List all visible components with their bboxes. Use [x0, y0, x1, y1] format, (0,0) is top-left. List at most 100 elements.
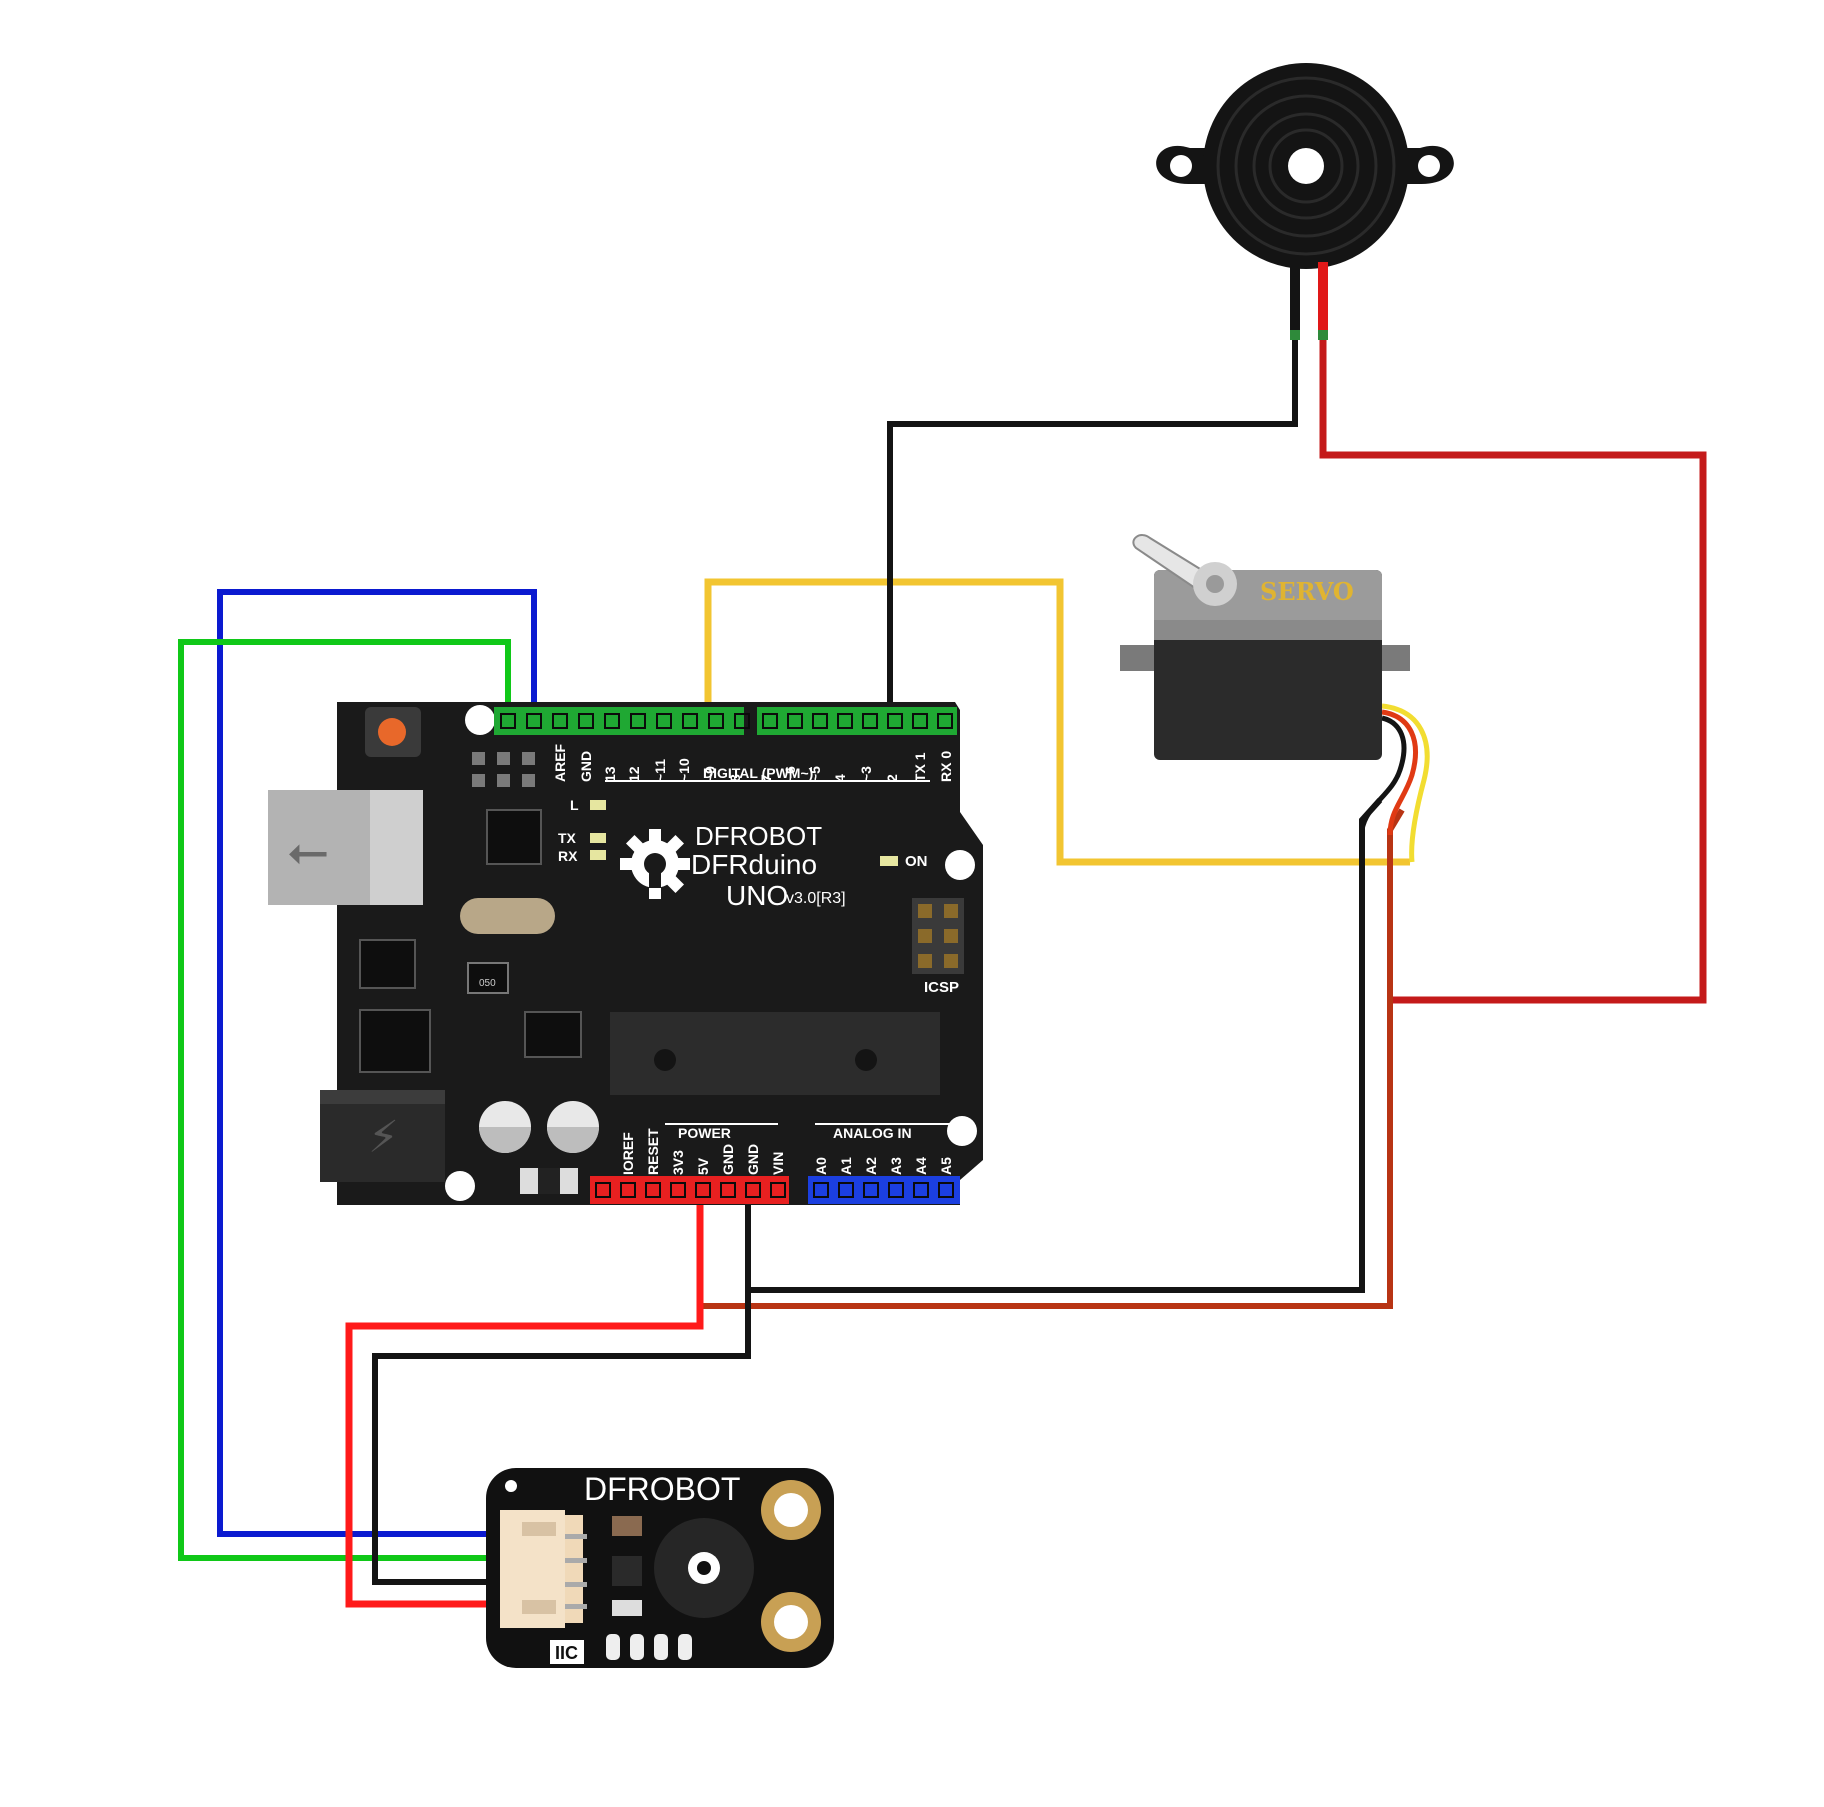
pin-label: 5V: [695, 1157, 711, 1175]
wires: [178, 330, 1707, 1608]
pin-label: 12: [626, 766, 642, 782]
pin-hole[interactable]: [912, 713, 928, 729]
servo-label: SERVO: [1260, 577, 1354, 606]
pin-hole[interactable]: [604, 713, 620, 729]
pin-label: 7: [758, 774, 774, 782]
pin-label: ~10: [676, 758, 692, 782]
analog-pin-labels: A0 A1 A2 A3 A4 A5: [813, 1157, 954, 1175]
module-port-label: IIC: [555, 1643, 578, 1663]
pin-label: GND: [578, 751, 594, 782]
pin-label: A1: [838, 1157, 854, 1175]
pin-hole[interactable]: [695, 1182, 711, 1198]
pin-hole[interactable]: [938, 1182, 954, 1198]
pin-hole[interactable]: [838, 1182, 854, 1198]
pin-hole[interactable]: [937, 713, 953, 729]
pin-label: ~11: [652, 759, 668, 782]
dfrobot-iic-module: DFROBOT IIC: [486, 1468, 834, 1668]
pin-label: 13: [602, 766, 618, 782]
crystal-oscillator: [460, 898, 555, 934]
pin-hole[interactable]: [645, 1182, 661, 1198]
digital-pin-holes: [500, 713, 953, 729]
board-version: v3.0[R3]: [786, 890, 846, 907]
pin-label: A5: [938, 1157, 954, 1175]
pin-label: A2: [863, 1157, 879, 1175]
pin-hole[interactable]: [682, 713, 698, 729]
pin-hole[interactable]: [708, 713, 724, 729]
pin-hole[interactable]: [863, 1182, 879, 1198]
led-rx: [590, 850, 606, 860]
wire-black-module-gnd: [372, 1290, 751, 1585]
pin-label: GND: [745, 1144, 761, 1175]
wire-yellow-servo-signal: [704, 578, 1410, 866]
usb-icon: ⭠: [287, 821, 329, 881]
pin-hole[interactable]: [720, 1182, 736, 1198]
pin-hole[interactable]: [862, 713, 878, 729]
pin-label: A0: [813, 1157, 829, 1175]
pin-hole[interactable]: [745, 1182, 761, 1198]
pin-label: 2: [884, 774, 900, 782]
pin-label: RESET: [645, 1128, 661, 1175]
pin-hole[interactable]: [526, 713, 542, 729]
pin-hole[interactable]: [762, 713, 778, 729]
pin-label: ~5: [807, 766, 823, 782]
servo-cable-red: [1381, 709, 1418, 836]
pin-label: ~3: [858, 766, 874, 782]
digital-header-right: [757, 707, 957, 735]
board-variant: UNO: [726, 880, 788, 911]
pin-hole[interactable]: [837, 713, 853, 729]
pin-hole[interactable]: [578, 713, 594, 729]
wire-red-module-vcc: [345, 1198, 704, 1608]
pin-label: RX 0: [938, 751, 954, 782]
board-model: DFRduino: [691, 849, 817, 880]
usb-connector: ⭠: [268, 790, 423, 905]
power-header: [590, 1176, 789, 1204]
pin-label: 4: [832, 774, 848, 782]
pin-label: GND: [720, 1144, 736, 1175]
pin-label: A3: [888, 1157, 904, 1175]
pin-hole[interactable]: [620, 1182, 636, 1198]
pin-hole[interactable]: [887, 713, 903, 729]
pin-hole[interactable]: [595, 1182, 611, 1198]
buzzer-center-hole: [1288, 148, 1324, 184]
regulator-label: 050: [479, 978, 496, 989]
pin-label: 3V3: [670, 1150, 686, 1175]
pin-hole[interactable]: [787, 713, 803, 729]
analog-header-label: ANALOG IN: [833, 1125, 912, 1141]
pin-hole[interactable]: [552, 713, 568, 729]
led-tx-label: TX: [558, 830, 577, 846]
pin-hole[interactable]: [734, 713, 750, 729]
servo-horn: [1132, 534, 1207, 590]
analog-header: [808, 1176, 960, 1204]
pin-hole[interactable]: [913, 1182, 929, 1198]
atmega-microcontroller: [610, 1012, 940, 1095]
wire-brown-servo-vcc: [700, 808, 1405, 1309]
pin-hole[interactable]: [630, 713, 646, 729]
icsp-usb-header: [472, 752, 535, 787]
power-header-label: POWER: [678, 1125, 731, 1141]
pin-label: A4: [913, 1157, 929, 1175]
pin-hole[interactable]: [813, 1182, 829, 1198]
usb-chip: [486, 809, 542, 865]
on-label: ON: [905, 853, 928, 870]
pin-hole[interactable]: [670, 1182, 686, 1198]
pin-hole[interactable]: [656, 713, 672, 729]
voltage-regulator: [467, 962, 509, 994]
pin-hole[interactable]: [888, 1182, 904, 1198]
pin-hole[interactable]: [770, 1182, 786, 1198]
pin-label: VIN: [770, 1152, 786, 1175]
pin-label: ~6: [782, 766, 798, 782]
digital-header-label: DIGITAL (PWM~): [703, 765, 813, 781]
led-l-label: L: [570, 797, 579, 813]
dfrduino-uno-board: ⭠ ⚡ 050: [268, 702, 983, 1205]
wire-red-buzzer-vcc: [1319, 330, 1707, 1004]
board-brand: DFROBOT: [695, 821, 822, 851]
wire-green-scl: [178, 639, 511, 1561]
pin-hole[interactable]: [500, 713, 516, 729]
pin-hole[interactable]: [812, 713, 828, 729]
led-on: [880, 856, 898, 866]
icsp-label: ICSP: [924, 979, 959, 996]
servo-cable-black: [1359, 715, 1407, 831]
wire-black-buzzer-gnd: [887, 330, 1298, 712]
